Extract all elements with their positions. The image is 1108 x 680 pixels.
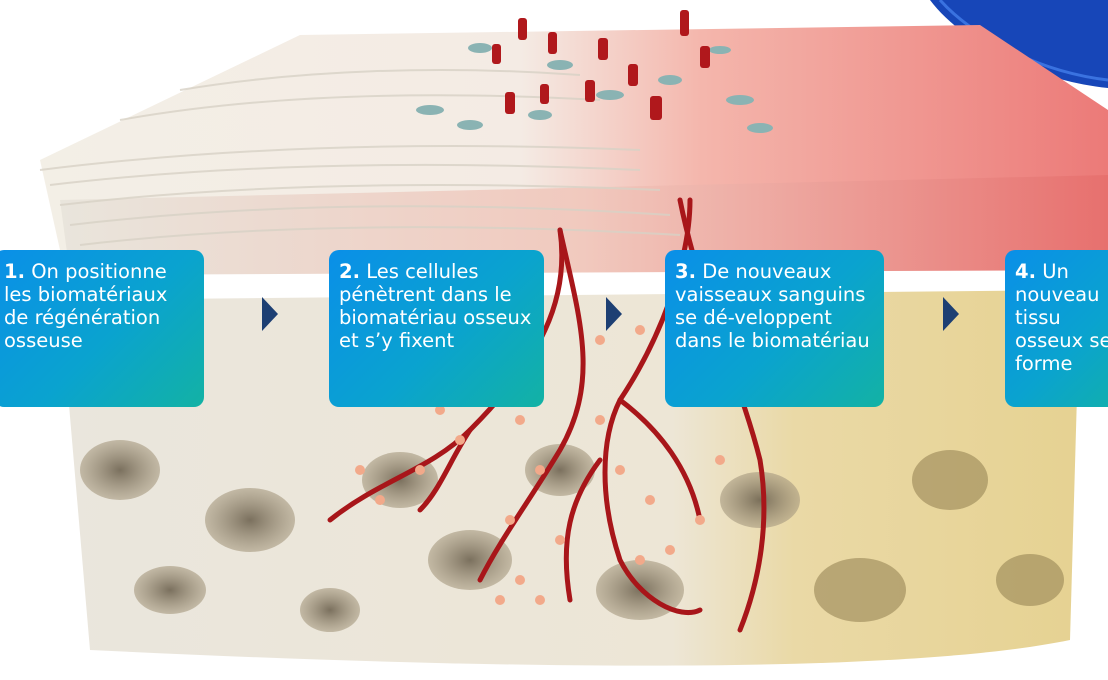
step-2-text: Les cellules pénètrent dans le biomatéri… — [339, 260, 531, 352]
chevron-right-icon — [606, 297, 622, 331]
step-3-text: De nouveaux vaisseaux sanguins se dé-vel… — [675, 260, 870, 352]
step-2-box: 2. Les cellules pénètrent dans le biomat… — [329, 250, 544, 407]
step-4-number: 4. — [1015, 260, 1036, 283]
step-4-box: 4. Un nouveau tissu osseux se forme — [1005, 250, 1108, 407]
step-1-box: 1. On positionne les biomatériaux de rég… — [0, 250, 204, 407]
step-3-box: 3. De nouveaux vaisseaux sanguins se dé-… — [665, 250, 884, 407]
chevron-right-icon — [943, 297, 959, 331]
step-1-text: On positionne les biomatériaux de régéné… — [4, 260, 167, 352]
chevron-right-icon — [262, 297, 278, 331]
step-2-number: 2. — [339, 260, 360, 283]
step-3-number: 3. — [675, 260, 696, 283]
step-1-number: 1. — [4, 260, 25, 283]
